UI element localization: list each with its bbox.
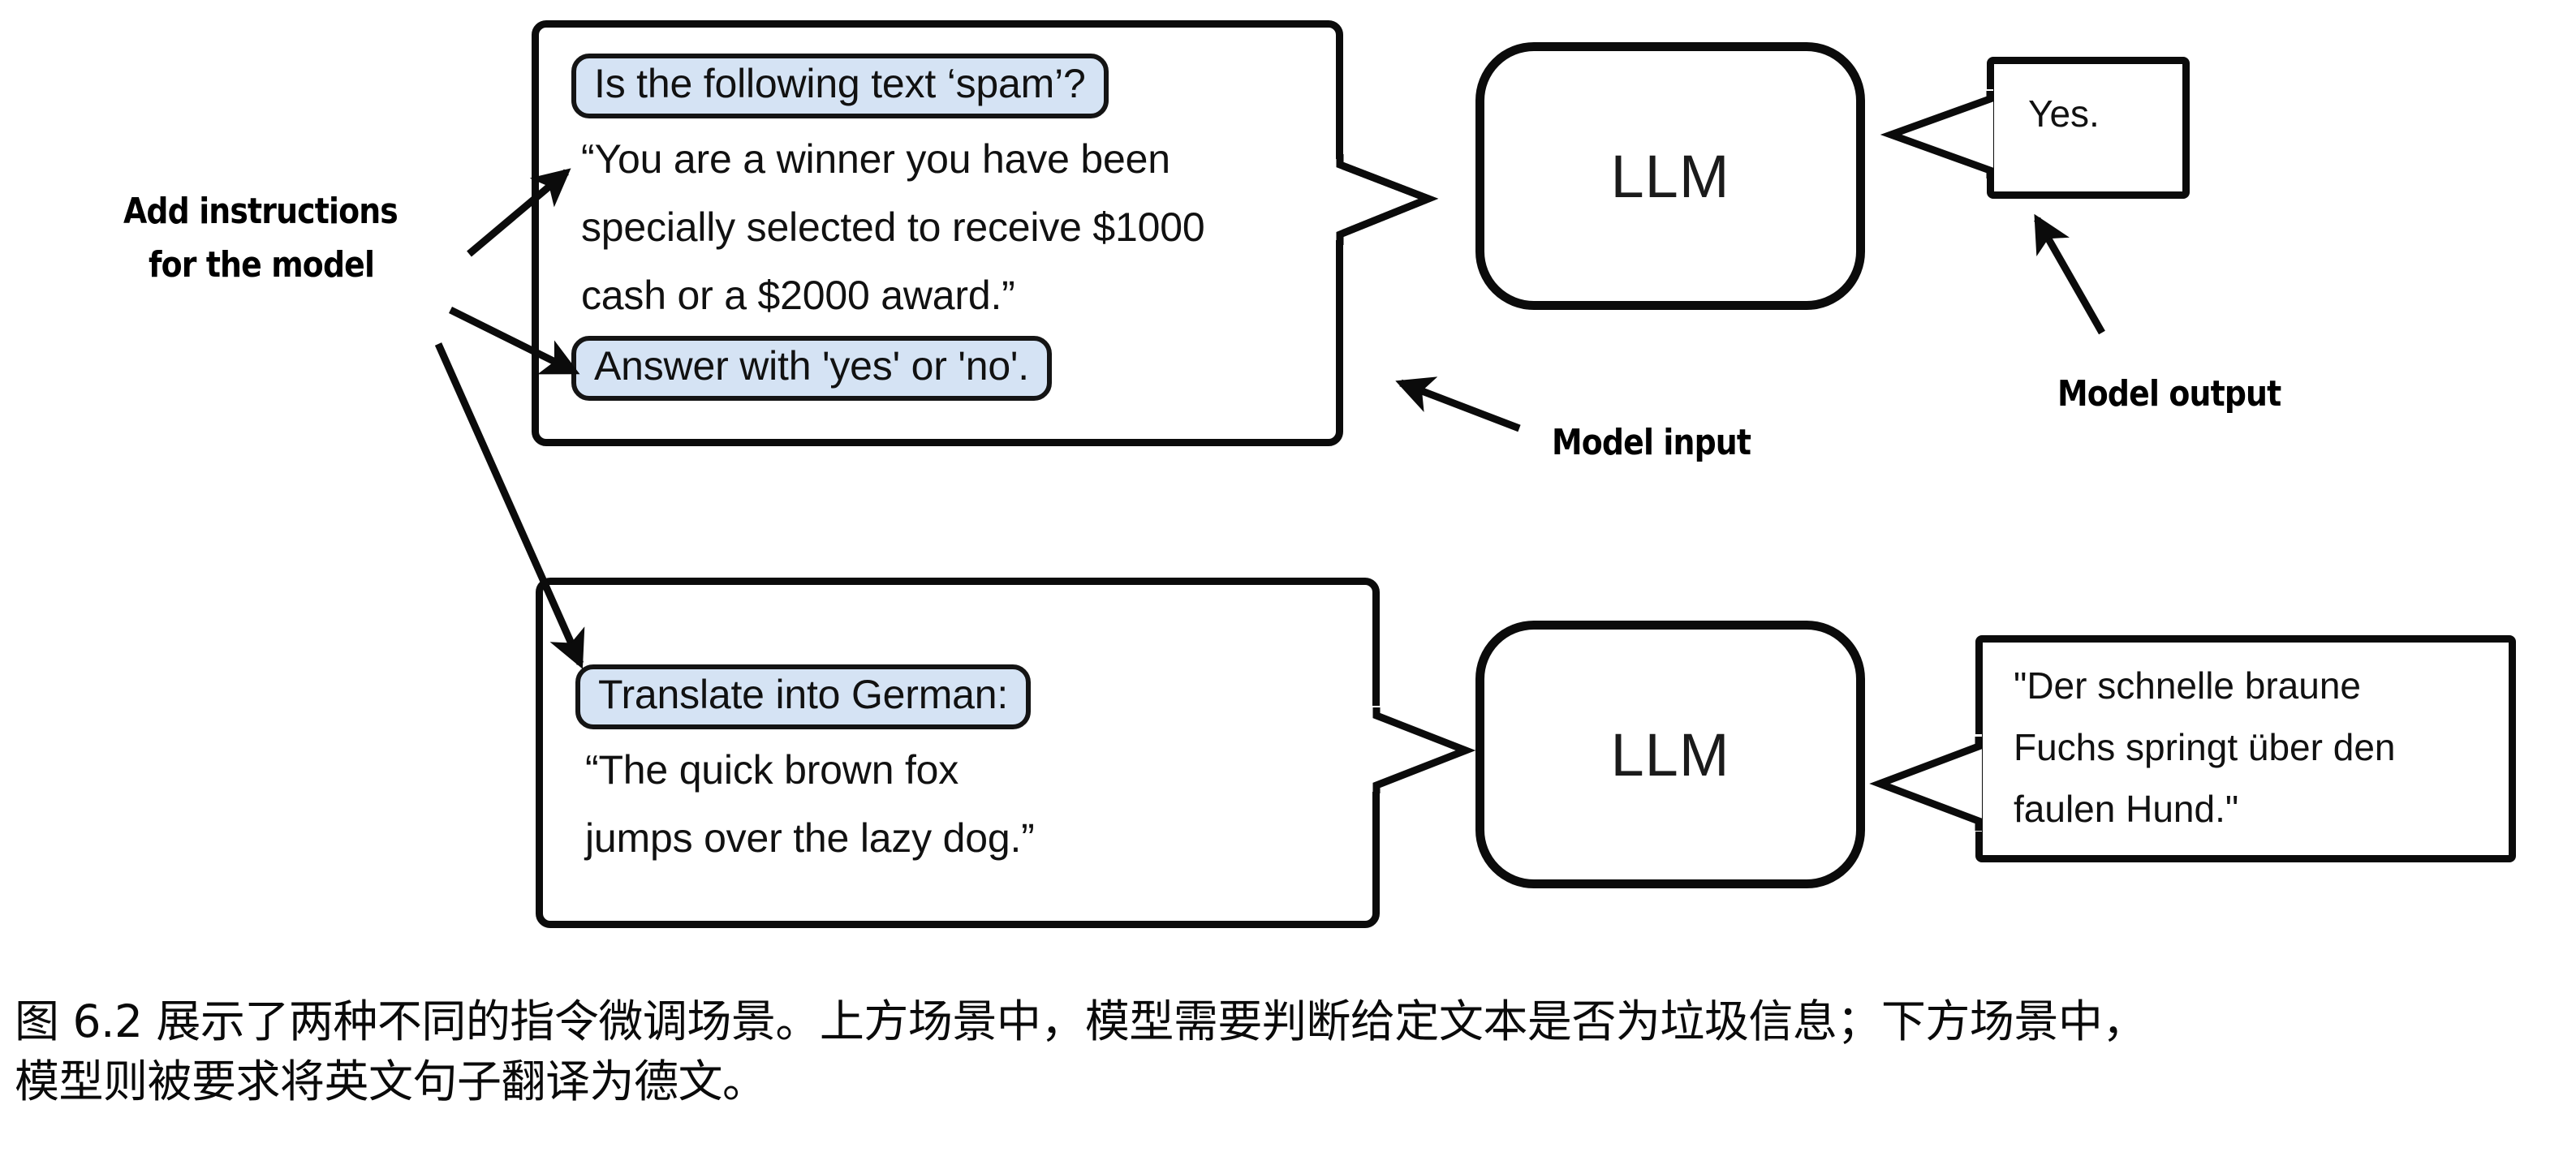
prompt-body-line-1: “You are a winner you have been (581, 136, 1170, 182)
llm-label: LLM (1610, 720, 1730, 789)
instruction-pill-label: Translate into German: (575, 664, 1032, 729)
instruction-pill-bottom-spam: Answer with 'yes' or 'no'. (571, 336, 1052, 401)
instruction-pill-label: Answer with 'yes' or 'no'. (571, 336, 1052, 401)
add-instructions-line-1: Add instructions (123, 191, 398, 232)
instruction-pill-top-translate: Translate into German: (575, 664, 1032, 729)
output-tail-yes (1880, 91, 1994, 178)
input-tail-spam-edge (1336, 159, 1439, 240)
model-output-bubble-german: "Der schnelle braune Fuchs springt über … (1975, 635, 2516, 862)
prompt-body-line-3: cash or a $2000 award.” (581, 273, 1015, 318)
arrow-model-input (1395, 376, 1521, 432)
caption-line-2: 模型则被要求将英文句子翻译为德文。 (15, 1055, 767, 1107)
model-input-label: Model input (1552, 422, 1751, 463)
output-tail-german (1869, 737, 1983, 831)
input-tail-spam (1336, 154, 1428, 245)
llm-box-spam: LLM (1475, 42, 1865, 310)
llm-box-translate: LLM (1475, 621, 1865, 888)
output-line-1: "Der schnelle braune (2014, 664, 2362, 707)
add-instructions-line-2: for the model (148, 244, 375, 286)
prompt-body-line-1: “The quick brown fox (585, 747, 959, 793)
figure-caption: 图 6.2 展示了两种不同的指令微调场景。上方场景中，模型需要判断给定文本是否为… (15, 991, 2571, 1111)
output-line-3: faulen Hund." (2014, 788, 2239, 830)
output-line-2: Fuchs springt über den (2014, 726, 2396, 768)
model-output-bubble-yes: Yes. (1987, 57, 2190, 199)
input-tail-spam-outline (1336, 154, 1439, 245)
input-tail-translate (1372, 707, 1476, 793)
instruction-pill-top-spam: Is the following text ‘spam’? (571, 54, 1109, 118)
instruction-pill-label: Is the following text ‘spam’? (571, 54, 1109, 118)
prompt-body-line-2: jumps over the lazy dog.” (585, 815, 1035, 861)
model-input-box-spam: Is the following text ‘spam’? “You are a… (532, 20, 1343, 446)
arrow-model-output (2034, 213, 2105, 335)
llm-label: LLM (1610, 142, 1730, 210)
output-line-1: Yes. (2028, 92, 2100, 135)
figure-canvas: Is the following text ‘spam’? “You are a… (123, 20, 2516, 928)
add-instructions-label: Add instructions for the model (123, 185, 445, 292)
prompt-body-line-2: specially selected to receive $1000 (581, 204, 1205, 250)
model-output-label: Model output (2057, 373, 2281, 415)
model-input-box-translate: Translate into German: “The quick brown … (536, 578, 1380, 928)
caption-line-1: 图 6.2 展示了两种不同的指令微调场景。上方场景中，模型需要判断给定文本是否为… (15, 995, 2147, 1047)
